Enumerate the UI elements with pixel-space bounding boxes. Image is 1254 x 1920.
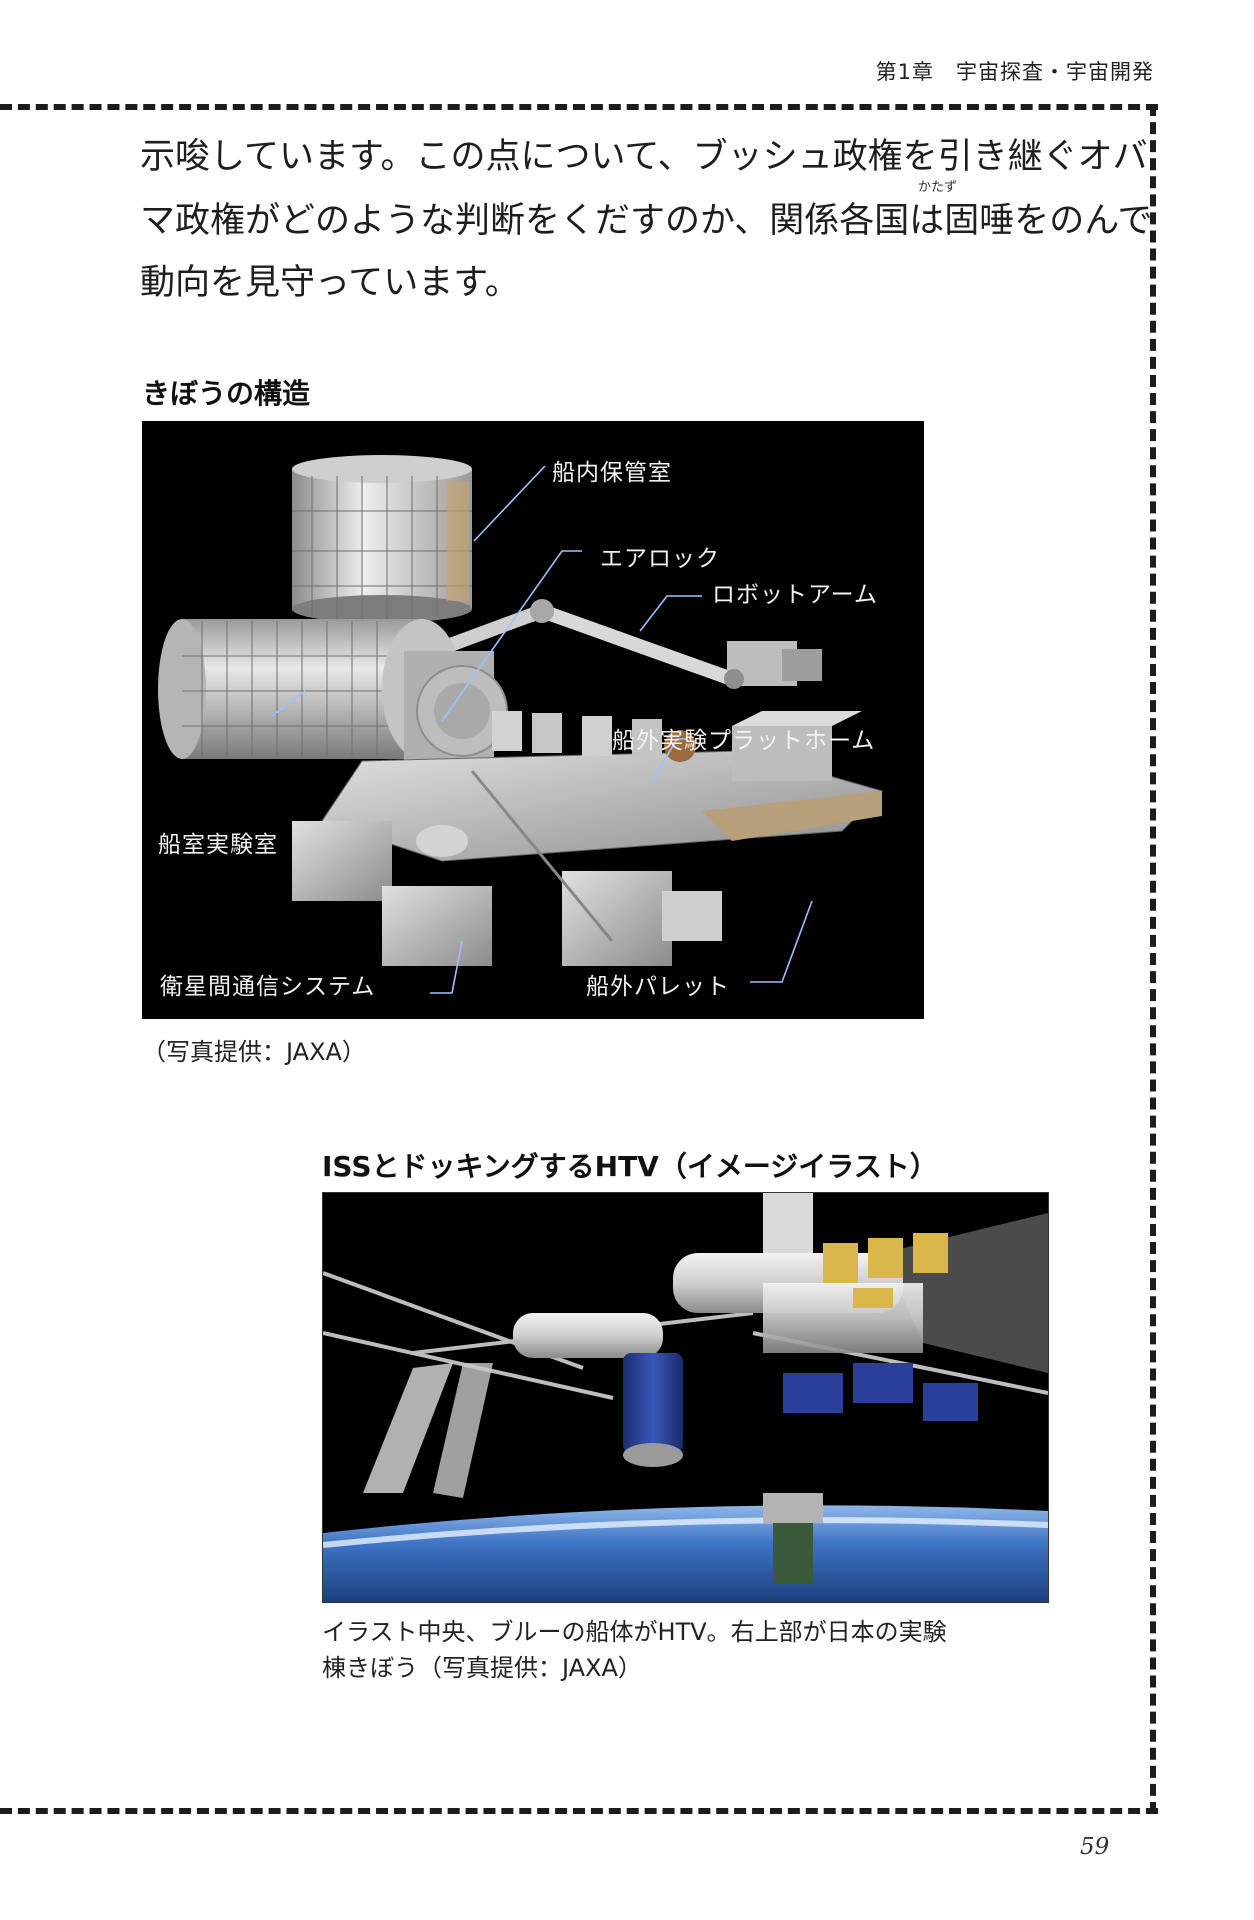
page-number: 59: [1080, 1834, 1110, 1860]
label-pressurized-module: 船室実験室: [158, 832, 278, 858]
label-exposed-facility: 船外実験プラットホーム: [612, 728, 876, 754]
soyuz: [773, 1523, 813, 1583]
label-exposed-pallet: 船外パレット: [586, 974, 730, 1000]
ruby-annotation: かたず: [918, 180, 958, 195]
label-airlock: エアロック: [600, 546, 720, 572]
figure2-caption-line1: イラスト中央、ブルーの船体がHTV。右上部が日本の実験: [322, 1618, 947, 1646]
exposed-pallet: [292, 770, 722, 966]
running-head: 第1章 宇宙探査・宇宙開発: [875, 60, 1154, 84]
figure2-heading: ISSとドッキングするHTV（イメージイラスト）: [322, 1150, 938, 1183]
iss-htv-illustration: [323, 1193, 1048, 1602]
kibo-illustration: [158, 455, 883, 994]
blue-panels: [783, 1363, 978, 1421]
esa-module: [513, 1313, 663, 1358]
htv-spacecraft: [623, 1353, 683, 1453]
label-robot-arm: ロボットアーム: [712, 582, 878, 608]
right-border: [1150, 104, 1156, 1814]
label-storage-module: 船内保管室: [552, 460, 672, 486]
paragraph-line: 示唆しています。この点について、ブッシュ政権を引き継ぐオバ: [140, 137, 1148, 177]
body-paragraph: 示唆しています。この点について、ブッシュ政権を引き継ぐオバ かたず マ政権がどの…: [140, 128, 1153, 303]
leader-lines: [271, 465, 813, 994]
figure1-heading: きぼうの構造: [142, 377, 311, 410]
top-border: [0, 104, 1158, 110]
bottom-border: [0, 1808, 1158, 1814]
label-comm-system: 衛星間通信システム: [160, 974, 376, 1000]
paragraph-line: マ政権がどのような判断をくだすのか、関係各国は固唾をのんで: [140, 201, 1153, 241]
gold-payload: [823, 1233, 948, 1308]
figure2-caption-line2: 棟きぼう（写真提供：JAXA）: [322, 1654, 642, 1682]
paragraph-line: 動向を見守っています。: [140, 263, 520, 303]
figure1-credit: （写真提供：JAXA）: [142, 1038, 366, 1066]
kibo-structure-figure: 船内保管室 エアロック ロボットアーム 船外実験プラットホーム 船室実験室 衛星…: [142, 421, 924, 1019]
iss-htv-figure: [322, 1192, 1049, 1603]
storage-module: [292, 455, 472, 639]
